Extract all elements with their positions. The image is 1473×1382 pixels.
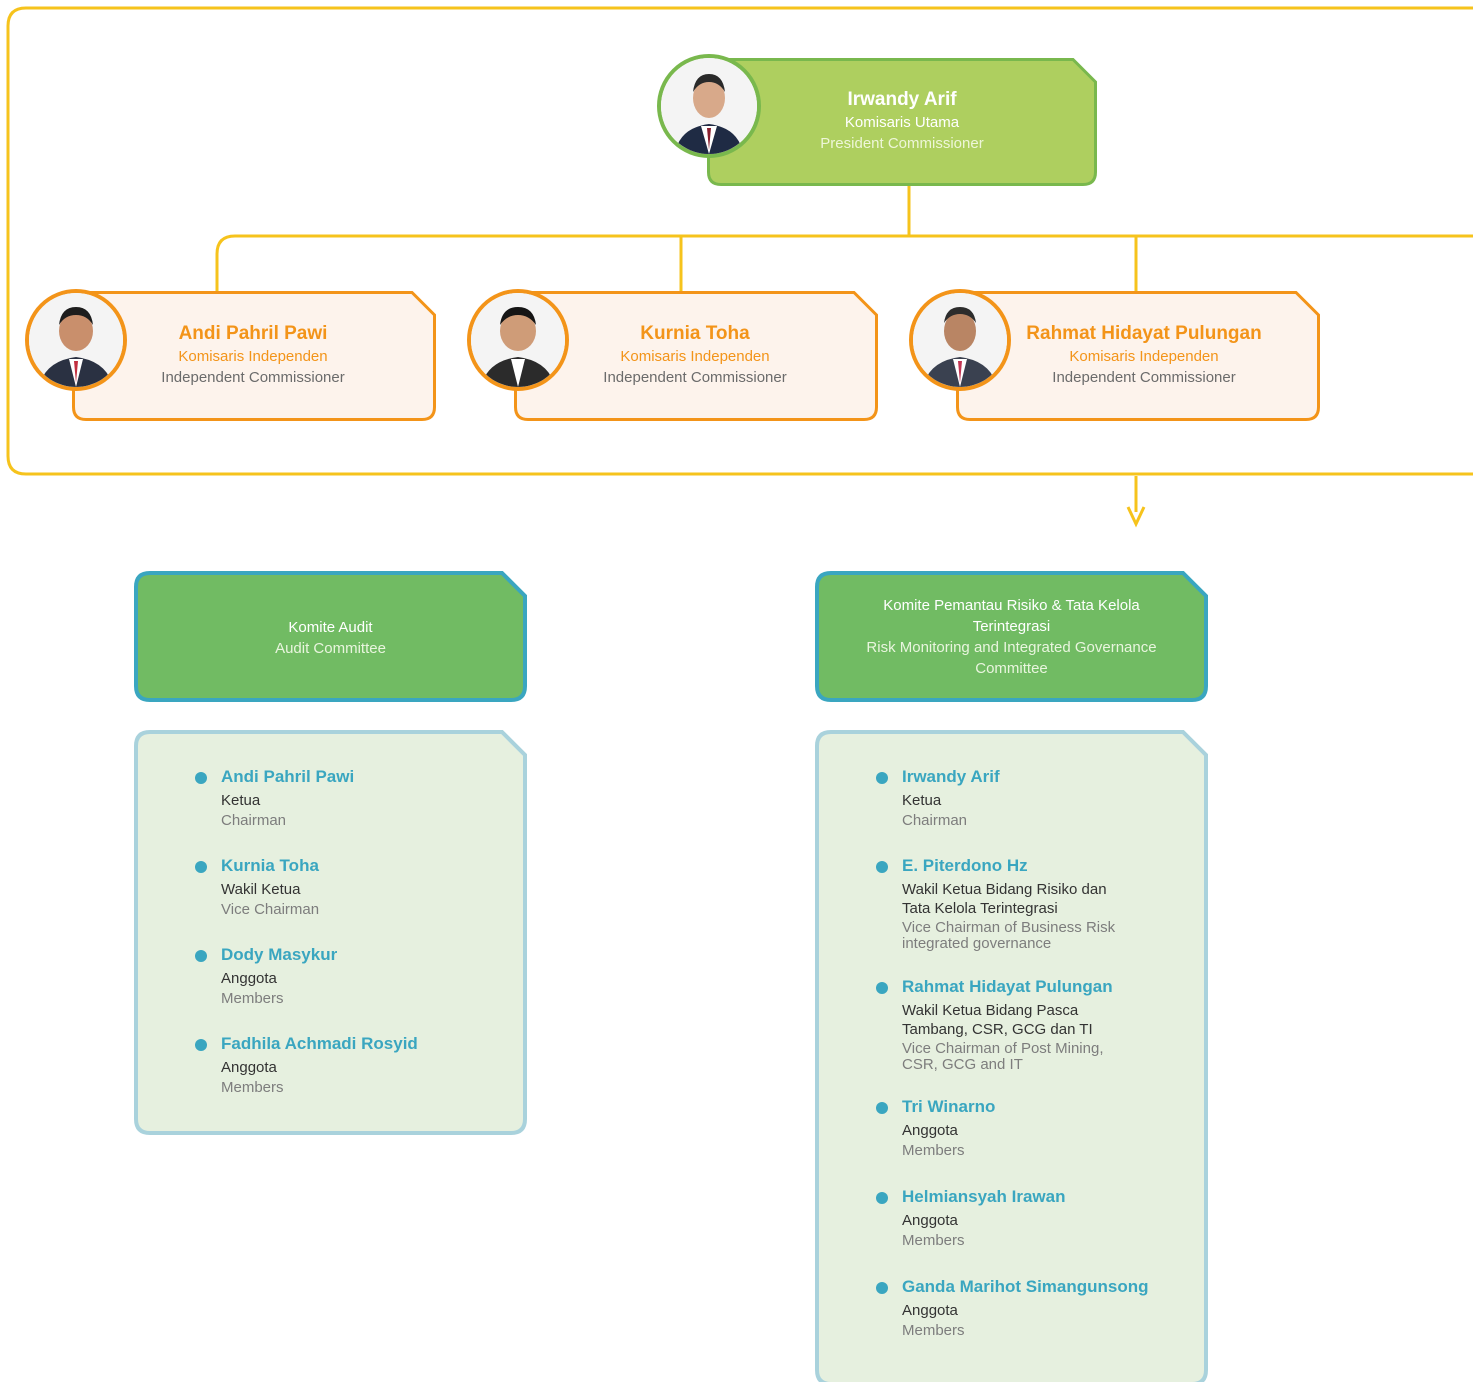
member-role-id: Anggota	[221, 1059, 277, 1076]
list-item: Dody Masykur Anggota Members	[195, 944, 515, 1033]
commissioner-name: Kurnia Toha	[640, 323, 750, 344]
audit-committee-title-id: Komite Audit	[288, 619, 373, 636]
member-name: E. Piterdono Hz	[902, 856, 1028, 875]
member-name: Tri Winarno	[902, 1097, 996, 1116]
commissioner-card-andi: Andi Pahril Pawi Komisaris Independen In…	[72, 291, 436, 421]
bullet-dot	[876, 1102, 888, 1114]
commissioner-name: Rahmat Hidayat Pulungan	[1026, 323, 1262, 344]
member-role-id: Anggota	[902, 1212, 958, 1229]
member-role-id: Ketua	[902, 792, 942, 809]
list-item: Rahmat Hidayat Pulungan Wakil Ketua Bida…	[876, 976, 1196, 1096]
member-name: Rahmat Hidayat Pulungan	[902, 977, 1113, 996]
member-role-en: Chairman	[221, 812, 287, 829]
member-role-id-line2: Tambang, CSR, GCG dan TI	[902, 1021, 1093, 1038]
commissioner-role-en: Independent Commissioner	[161, 369, 345, 386]
member-role-en: Members	[221, 990, 284, 1007]
member-role-en: Chairman	[902, 812, 968, 829]
list-item: Andi Pahril Pawi Ketua Chairman	[195, 766, 515, 855]
committee-header-shape	[134, 571, 527, 702]
member-role-en-line2: integrated governance	[902, 935, 1052, 952]
list-item: Kurnia Toha Wakil Ketua Vice Chairman	[195, 855, 515, 944]
bullet-dot	[876, 861, 888, 873]
member-role-id: Ketua	[221, 792, 261, 809]
member-role-en: Members	[902, 1142, 965, 1159]
member-role-id-line1: Wakil Ketua Bidang Pasca	[902, 1002, 1079, 1019]
member-role-en-line2: CSR, GCG and IT	[902, 1056, 1023, 1073]
list-item: Helmiansyah Irawan Anggota Members	[876, 1186, 1196, 1276]
list-item: Tri Winarno Anggota Members	[876, 1096, 1196, 1186]
president-card: Irwandy Arif Komisaris Utama President C…	[707, 58, 1097, 186]
audit-members-panel	[134, 730, 527, 1135]
bullet-dot	[876, 772, 888, 784]
commissioner-photo-andi	[25, 289, 127, 391]
commissioner-name: Andi Pahril Pawi	[178, 323, 328, 344]
president-role-id: Komisaris Utama	[844, 114, 960, 131]
board-frame	[6, 6, 1473, 476]
bullet-dot	[876, 1192, 888, 1204]
member-role-en: Members	[221, 1079, 284, 1096]
member-role-id: Anggota	[221, 970, 277, 987]
president-name: Irwandy Arif	[847, 89, 957, 110]
list-item: Irwandy Arif Ketua Chairman	[876, 766, 1196, 855]
bullet-dot	[195, 950, 207, 962]
member-name: Irwandy Arif	[902, 767, 1000, 786]
commissioner-role-en: Independent Commissioner	[1052, 369, 1236, 386]
member-name: Helmiansyah Irawan	[902, 1187, 1066, 1206]
president-photo	[657, 54, 761, 158]
risk-members-list: Irwandy Arif Ketua Chairman E. Piterdono…	[876, 766, 1196, 1366]
risk-committee-title-id-1: Komite Pemantau Risiko & Tata Kelola	[883, 597, 1140, 614]
list-item: Ganda Marihot Simangunsong Anggota Membe…	[876, 1276, 1196, 1366]
risk-committee-title-en-2: Committee	[975, 660, 1048, 677]
bullet-dot	[195, 772, 207, 784]
member-name: Fadhila Achmadi Rosyid	[221, 1034, 418, 1053]
list-item: Fadhila Achmadi Rosyid Anggota Members	[195, 1033, 515, 1122]
member-role-en-line1: Vice Chairman of Post Mining,	[902, 1040, 1104, 1057]
member-name: Kurnia Toha	[221, 856, 319, 875]
bullet-dot	[876, 982, 888, 994]
commissioner-card-rahmat: Rahmat Hidayat Pulungan Komisaris Indepe…	[956, 291, 1320, 421]
bullet-dot	[195, 861, 207, 873]
risk-committee-header: Komite Pemantau Risiko & Tata Kelola Ter…	[815, 571, 1208, 702]
member-role-id-line1: Wakil Ketua Bidang Risiko dan	[902, 881, 1107, 898]
commissioner-role-id: Komisaris Independen	[178, 348, 328, 365]
member-role-id: Anggota	[902, 1302, 958, 1319]
list-item: E. Piterdono Hz Wakil Ketua Bidang Risik…	[876, 855, 1196, 976]
member-role-id: Wakil Ketua	[221, 881, 301, 898]
audit-members-list: Andi Pahril Pawi Ketua Chairman Kurnia T…	[195, 766, 515, 1122]
commissioner-bus	[215, 234, 1473, 292]
audit-committee-title-en: Audit Committee	[275, 640, 386, 657]
member-role-en-line1: Vice Chairman of Business Risk	[902, 919, 1116, 936]
bullet-dot	[876, 1282, 888, 1294]
member-name: Dody Masykur	[221, 945, 338, 964]
commissioner-photo-kurnia	[467, 289, 569, 391]
risk-committee-title-en-1: Risk Monitoring and Integrated Governanc…	[866, 639, 1157, 656]
member-role-id: Anggota	[902, 1122, 958, 1139]
risk-committee-title-id-2: Terintegrasi	[972, 618, 1051, 635]
member-name: Ganda Marihot Simangunsong	[902, 1277, 1149, 1296]
member-name: Andi Pahril Pawi	[221, 767, 355, 786]
member-role-en: Members	[902, 1232, 965, 1249]
member-role-id-line2: Tata Kelola Terintegrasi	[902, 900, 1058, 917]
commissioner-photo-rahmat	[909, 289, 1011, 391]
commissioner-role-en: Independent Commissioner	[603, 369, 787, 386]
commissioner-role-id: Komisaris Independen	[1069, 348, 1219, 365]
commissioner-card-kurnia: Kurnia Toha Komisaris Independen Indepen…	[514, 291, 878, 421]
committee-header-shape	[815, 571, 1208, 702]
audit-committee-header: Komite Audit Audit Committee	[134, 571, 527, 702]
bullet-dot	[195, 1039, 207, 1051]
arrow-head	[1126, 506, 1146, 528]
commissioner-role-id: Komisaris Independen	[620, 348, 770, 365]
member-role-en: Vice Chairman	[221, 901, 320, 918]
member-role-en: Members	[902, 1322, 965, 1339]
president-role-en: President Commissioner	[820, 135, 984, 152]
